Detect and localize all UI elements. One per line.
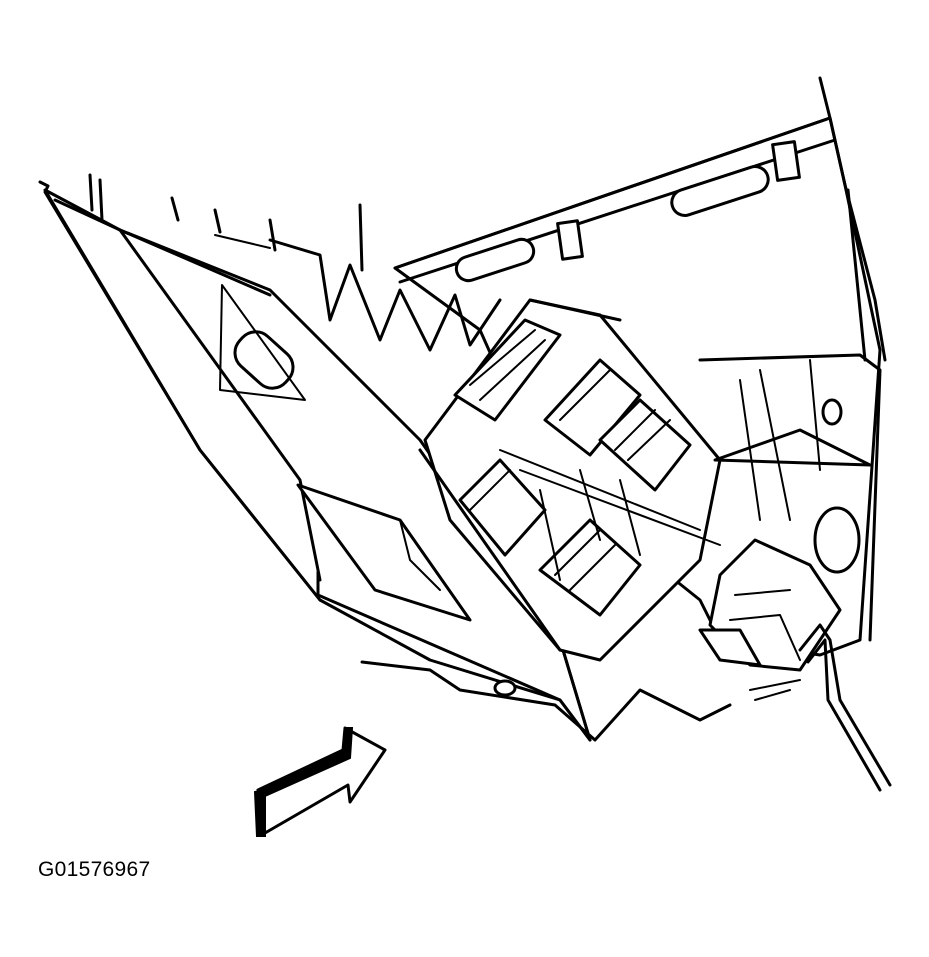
relay-1 [453,318,562,422]
relay-3 [598,398,692,492]
housing-base [316,570,732,742]
serrated-edge [214,234,502,352]
harness-connector [698,538,892,792]
arrow-up-right-icon [253,726,387,837]
relay-block [418,298,722,662]
relay-5 [538,518,642,617]
right-side-panel [698,353,882,701]
relay-2 [543,358,642,457]
figure-id-label: G01576967 [38,858,151,881]
left-mounting-plate [38,173,592,742]
